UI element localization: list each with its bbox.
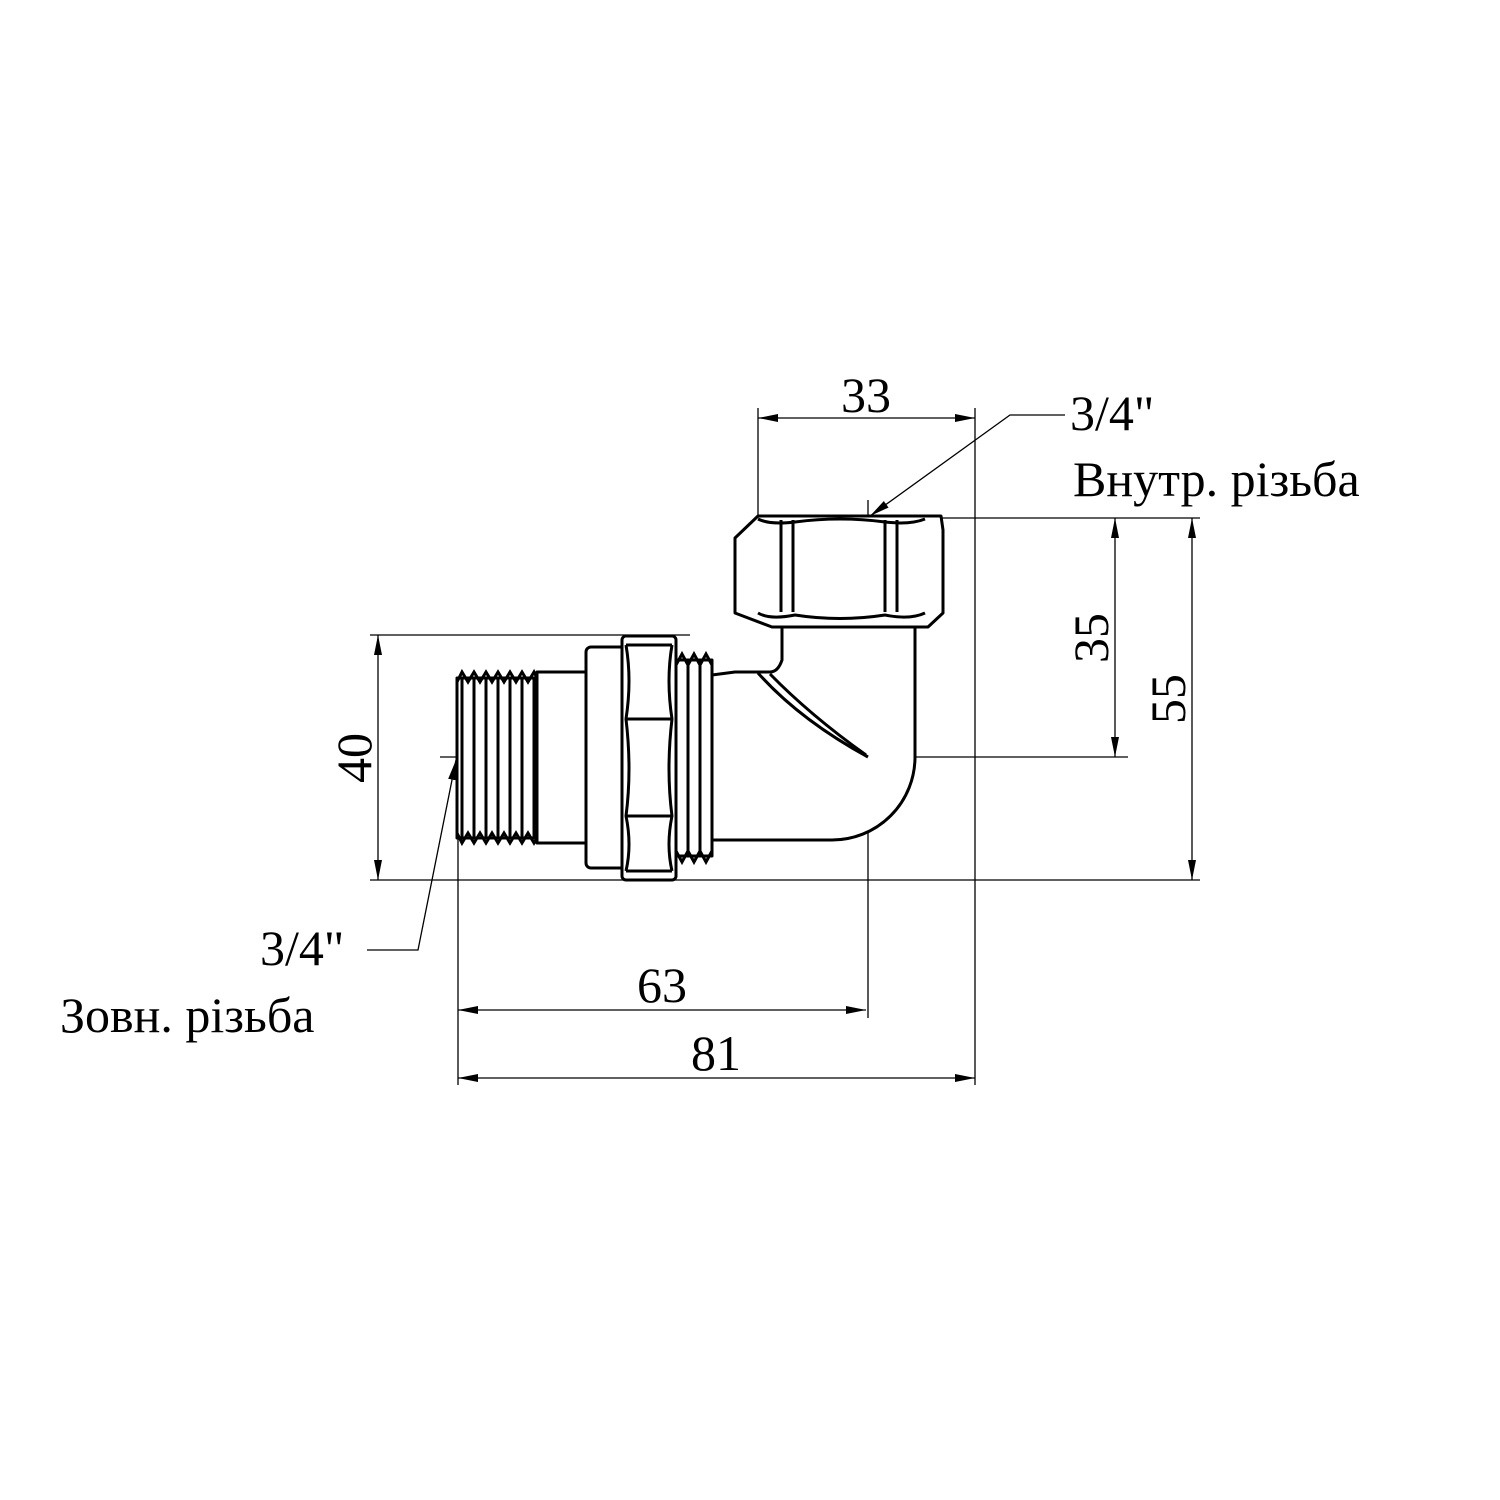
- fitting-body: [455, 514, 945, 882]
- dimension-40: 40: [326, 635, 382, 880]
- dimension-35: 35: [1063, 518, 1119, 757]
- dimension-81: 81: [458, 1025, 975, 1082]
- dimension-label: 63: [637, 957, 687, 1013]
- female-thread-callout: 3/4" Внутр. різьба: [869, 385, 1360, 517]
- dimension-label: 40: [326, 733, 382, 783]
- callout-label: Зовн. різьба: [60, 987, 315, 1043]
- callout-label: Внутр. різьба: [1073, 451, 1360, 507]
- callout-size: 3/4": [260, 920, 344, 976]
- dimension-label: 55: [1140, 674, 1196, 724]
- callout-size: 3/4": [1070, 385, 1154, 441]
- male-thread-callout: 3/4" Зовн. різьба: [60, 759, 457, 1043]
- dimension-label: 81: [691, 1025, 741, 1081]
- dimension-33: 33: [758, 367, 975, 423]
- dimension-55: 55: [1140, 518, 1196, 880]
- dimension-63: 63: [458, 957, 866, 1014]
- dimension-label: 33: [841, 367, 891, 423]
- dimension-label: 35: [1063, 613, 1119, 663]
